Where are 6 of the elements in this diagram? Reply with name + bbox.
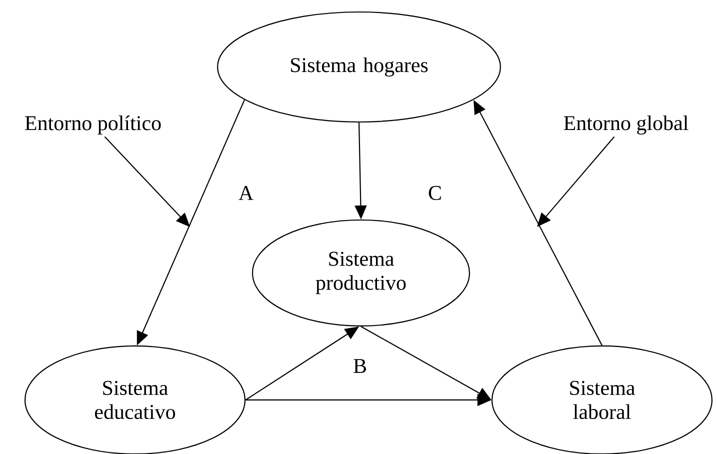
region-letter: B (354, 359, 366, 373)
environment-label: Entorno político (25, 115, 161, 135)
environment-label: Entorno global (564, 115, 688, 135)
arrow (104, 136, 190, 227)
region-letter: C (428, 186, 441, 200)
region-letter: A (238, 186, 254, 200)
